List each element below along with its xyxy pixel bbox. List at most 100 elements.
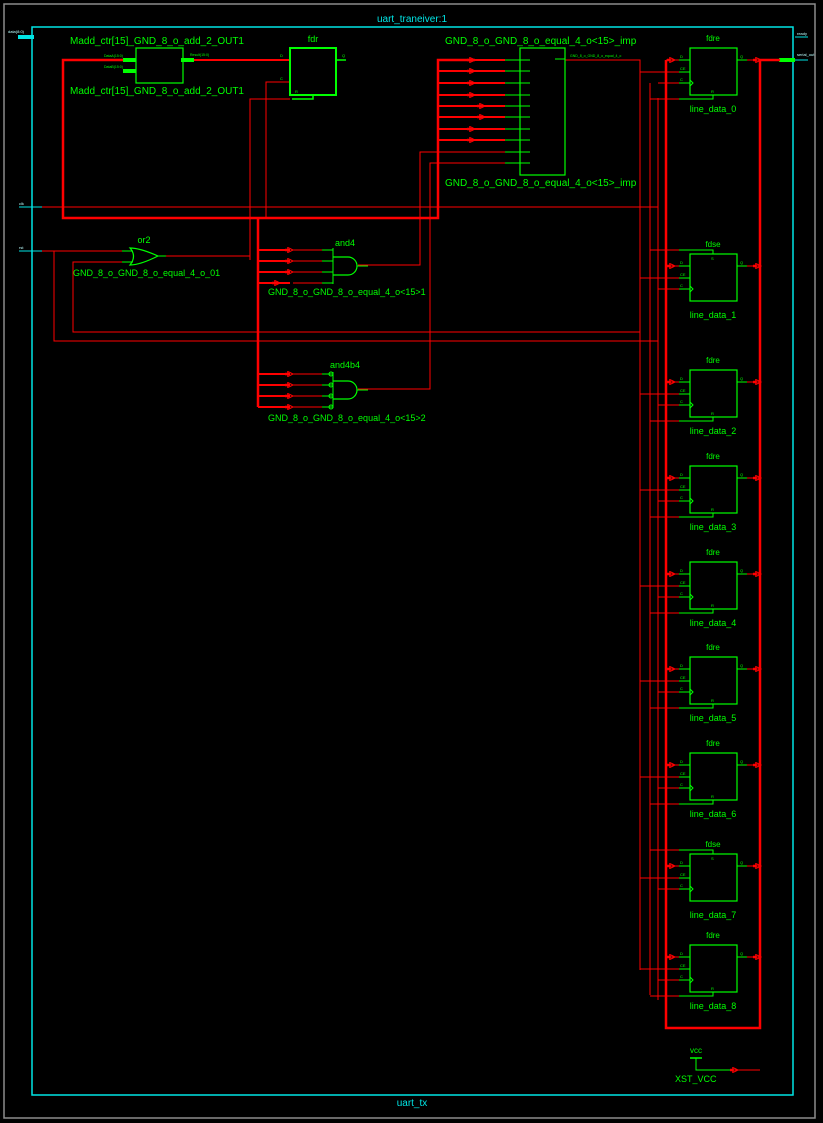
inverter-bubble-icon bbox=[328, 393, 334, 399]
flipflop-name: line_data_0 bbox=[690, 104, 737, 114]
net-connector-icon bbox=[667, 379, 677, 385]
net-connector-icon bbox=[467, 80, 477, 86]
sheet-frame bbox=[3, 3, 816, 1119]
pin-label: Q bbox=[740, 568, 743, 573]
flipflop-name: line_data_3 bbox=[690, 522, 737, 532]
flipflop-type: fdse bbox=[705, 240, 721, 249]
port-clk[interactable]: clk bbox=[19, 201, 42, 208]
pin-label: CE bbox=[680, 484, 686, 489]
pin-label: Q bbox=[740, 860, 743, 865]
pin-label: Q bbox=[740, 472, 743, 477]
port-data-in[interactable]: data(8:0) bbox=[8, 29, 34, 39]
flipflop-name: line_data_5 bbox=[690, 713, 737, 723]
module-boundary[interactable] bbox=[31, 26, 794, 1096]
svg-text:rst: rst bbox=[19, 245, 24, 250]
flipflop-name: line_data_1 bbox=[690, 310, 737, 320]
pin-label: CE bbox=[680, 872, 686, 877]
pin-label: D bbox=[680, 663, 683, 668]
adder-type-label: Madd_ctr[15]_GND_8_o_add_2_OUT1 bbox=[70, 36, 244, 47]
svg-text:R: R bbox=[295, 89, 298, 94]
net-connector-icon bbox=[667, 57, 677, 63]
net-connector-icon bbox=[477, 103, 487, 109]
pin-label: D bbox=[680, 951, 683, 956]
module-instance-title: uart_traneiver:1 bbox=[377, 14, 447, 25]
net-connector-icon bbox=[467, 137, 477, 143]
pin-label: CE bbox=[680, 675, 686, 680]
port-serial-out[interactable]: serial_out bbox=[779, 52, 815, 62]
pin-label: D bbox=[680, 54, 683, 59]
pin-label: C bbox=[680, 399, 683, 404]
pin-label: S bbox=[711, 256, 714, 261]
svg-text:and4: and4 bbox=[335, 238, 355, 248]
net-connector-icon bbox=[753, 863, 763, 869]
svg-text:data(8:0): data(8:0) bbox=[8, 29, 25, 34]
net-connector-icon bbox=[667, 666, 677, 672]
flipflop-type: fdre bbox=[706, 548, 720, 557]
fdr-flipflop[interactable]: fdr D C R Q bbox=[280, 34, 346, 100]
net-connector-icon bbox=[753, 379, 763, 385]
nets bbox=[42, 58, 780, 1071]
pin-label: R bbox=[711, 794, 714, 799]
flipflop-name: line_data_6 bbox=[690, 809, 737, 819]
pin-label: D bbox=[680, 568, 683, 573]
port-rst[interactable]: rst bbox=[19, 245, 42, 252]
net-connector-icon bbox=[753, 666, 763, 672]
net-connector-icon bbox=[753, 571, 763, 577]
svg-text:or2: or2 bbox=[137, 235, 150, 245]
inverter-bubble-icon bbox=[328, 404, 334, 410]
svg-text:clk: clk bbox=[19, 201, 24, 206]
net-connector-icon bbox=[753, 954, 763, 960]
svg-text:Result(15:0): Result(15:0) bbox=[190, 53, 209, 57]
pin-label: Q bbox=[740, 951, 743, 956]
svg-text:fdr: fdr bbox=[308, 34, 319, 44]
flipflop-type: fdse bbox=[705, 840, 721, 849]
equal-imp-block[interactable]: GND_8_o_GND_8_o_equal_4_o GND_8_o_GND_8_… bbox=[445, 36, 637, 189]
net-connector-icon bbox=[467, 57, 477, 63]
net-connector-icon bbox=[467, 68, 477, 74]
pin-label: D bbox=[680, 472, 683, 477]
pin-label: CE bbox=[680, 272, 686, 277]
svg-text:GND_8_o_GND_8_o_equal_4_o_01: GND_8_o_GND_8_o_equal_4_o_01 bbox=[73, 268, 220, 278]
flipflop-type: fdre bbox=[706, 34, 720, 43]
pin-label: R bbox=[711, 411, 714, 416]
svg-text:and4b4: and4b4 bbox=[330, 360, 360, 370]
net-connector-icon bbox=[667, 863, 677, 869]
flipflop-type: fdre bbox=[706, 643, 720, 652]
svg-text:Q: Q bbox=[342, 53, 345, 58]
inverter-bubble-icon bbox=[328, 382, 334, 388]
line-data-registers: fdreline_data_0DCECQRfdseline_data_1DCEC… bbox=[679, 34, 747, 1011]
and4b4-gate[interactable]: and4b4 GND_8_o_GND_8_o_equal_4_o<15>2 bbox=[268, 360, 426, 423]
svg-text:vcc: vcc bbox=[690, 1046, 702, 1055]
flipflop-type: fdre bbox=[706, 356, 720, 365]
net-connector-icon bbox=[477, 114, 487, 120]
or2-gate[interactable]: or2 GND_8_o_GND_8_o_equal_4_o_01 bbox=[73, 235, 220, 278]
and4-gate[interactable]: and4 GND_8_o_GND_8_o_equal_4_o<15>1 bbox=[268, 238, 426, 297]
port-ready[interactable]: ready bbox=[795, 31, 808, 38]
svg-text:C: C bbox=[280, 76, 283, 81]
pin-label: CE bbox=[680, 771, 686, 776]
pin-label: CE bbox=[680, 66, 686, 71]
net-connector-icon bbox=[753, 475, 763, 481]
net-connector-icon bbox=[667, 571, 677, 577]
svg-text:D: D bbox=[280, 53, 283, 58]
pin-label: CE bbox=[680, 388, 686, 393]
flipflop-name: line_data_7 bbox=[690, 910, 737, 920]
pin-label: R bbox=[711, 507, 714, 512]
pin-label: Q bbox=[740, 376, 743, 381]
adder-block[interactable]: DataA(15:0) DataB(15:0) Result(15:0) Mad… bbox=[70, 36, 244, 97]
flipflop-type: fdre bbox=[706, 931, 720, 940]
pin-label: R bbox=[711, 603, 714, 608]
vcc-source[interactable]: vcc XST_VCC bbox=[675, 1046, 760, 1084]
pin-label: Q bbox=[740, 759, 743, 764]
pin-label: C bbox=[680, 283, 683, 288]
